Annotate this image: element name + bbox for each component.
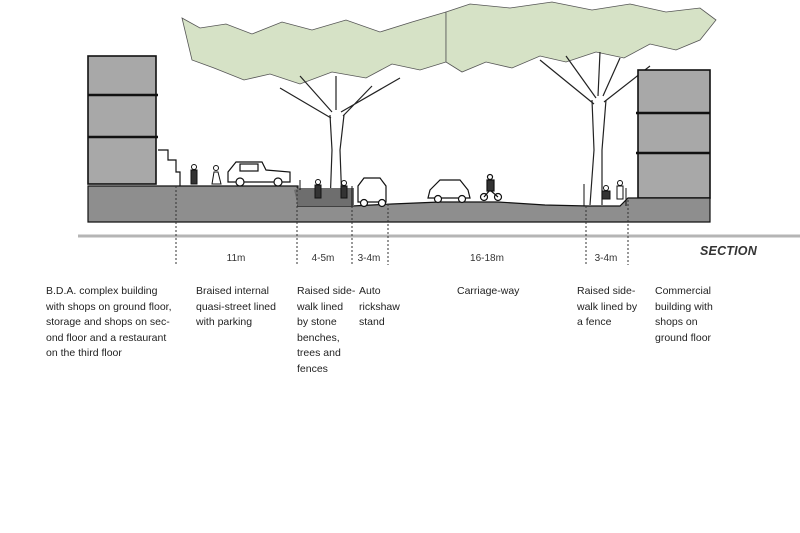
- zone-bda-building: B.D.A. complex building with shops on gr…: [46, 285, 172, 359]
- auto-rickshaw: [357, 177, 387, 208]
- pedestrians: [190, 164, 624, 200]
- commercial-building: [636, 69, 711, 199]
- dimension-dividers: [175, 186, 629, 265]
- zone-carriageway: Carriage-way: [457, 285, 520, 297]
- zone-internal-street: Braised internal quasi-street lined with…: [196, 285, 276, 328]
- dimension-left-sidewalk: 4-5m: [311, 253, 335, 264]
- fence-right: [583, 184, 627, 206]
- fence-left: [299, 180, 353, 206]
- raised-sidewalk-left: [294, 188, 354, 206]
- ground-section: [87, 185, 711, 223]
- bda-complex-building: [87, 55, 181, 186]
- section-label: SECTION: [700, 244, 757, 258]
- zone-left-sidewalk: Raised side- walk lined by stone benches…: [297, 285, 356, 375]
- zone-rickshaw-stand: Auto rickshaw stand: [359, 285, 400, 328]
- motorbike-rider: [479, 173, 503, 202]
- dimension-rickshaw-stand: 3-4m: [357, 253, 381, 264]
- zone-commercial-building: Commercial building with shops on ground…: [655, 285, 713, 344]
- dimension-carriageway: 16-18m: [470, 253, 504, 264]
- zone-right-sidewalk: Raised side- walk lined by a fence: [577, 285, 638, 328]
- tree-canopy-right: [445, 1, 717, 73]
- tree-right: [539, 51, 651, 206]
- car: [427, 179, 471, 204]
- tree-canopy-left: [181, 11, 447, 85]
- parked-jeep: [227, 161, 291, 187]
- dimension-bda-street: 11m: [226, 253, 246, 264]
- dimension-right-sidewalk: 3-4m: [594, 253, 618, 264]
